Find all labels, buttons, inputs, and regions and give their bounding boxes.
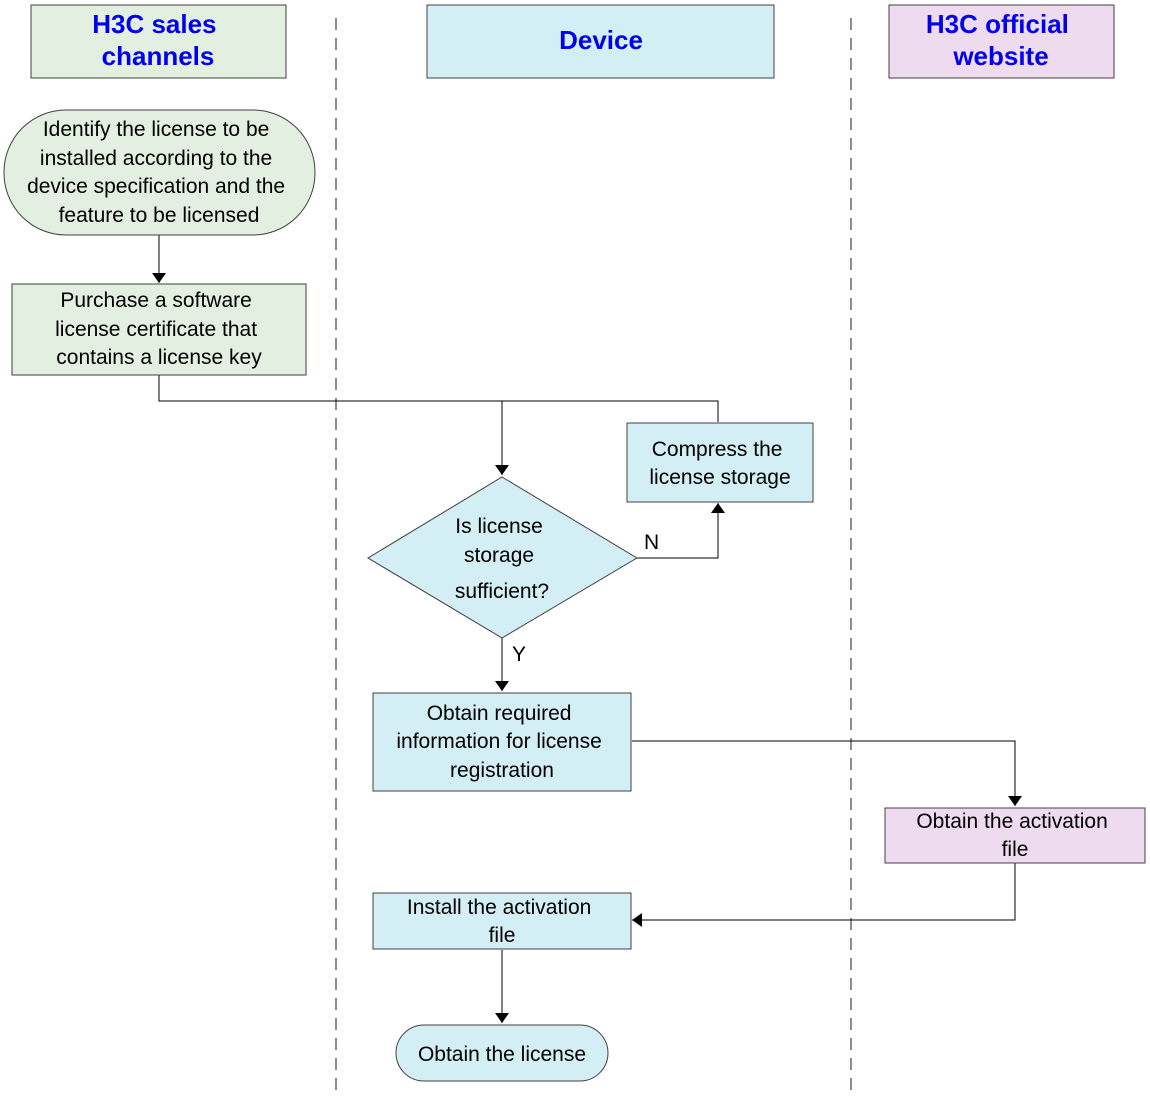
edge-label-n: N xyxy=(644,531,659,554)
lane-header-sales: H3C sales channels xyxy=(30,4,287,79)
node-obtain-activation-file: Obtain the activation file xyxy=(884,807,1146,864)
edge-label-y: Y xyxy=(512,643,526,666)
lane-title-website-line-2: website xyxy=(952,41,1048,71)
node-obtain-info-line-3: registration xyxy=(450,759,554,782)
edge-obtain-activation-to-install xyxy=(632,863,1016,927)
edge-obtain-info-to-obtain-activation xyxy=(632,740,1022,806)
node-identify-line-1: Identify the license to be xyxy=(43,118,269,141)
node-purchase-line-3: contains a license key xyxy=(56,346,262,369)
svg-text:Device: Device xyxy=(559,25,643,55)
svg-text:Purchase a software lice: Purchase a software license certificate … xyxy=(55,289,263,369)
svg-text:Identify the license to be: Identify the license to be installed acc… xyxy=(27,118,291,227)
node-identify-line-2: installed according to the xyxy=(40,147,272,170)
svg-text:H3C official website: H3C official website xyxy=(926,9,1076,71)
svg-text:Obtain the license: Obtain the license xyxy=(418,1043,586,1066)
lane-title-sales-line-2: channels xyxy=(102,41,215,71)
svg-text:Obtain the activation fi: Obtain the activation file xyxy=(916,810,1113,861)
node-obtain-info-line-1: Obtain required xyxy=(427,702,572,725)
node-obtain-activation-line-2: file xyxy=(1002,838,1029,861)
node-compress-storage: Compress the license storage xyxy=(626,422,814,503)
svg-text:H3C sales channels: H3C sales channels xyxy=(92,9,224,71)
node-install-activation-file: Install the activation file xyxy=(372,892,632,950)
lane-header-website: H3C official website xyxy=(888,4,1115,79)
node-obtain-info-line-2: information for license xyxy=(396,730,601,753)
node-decision-line-1: Is license xyxy=(455,515,543,538)
node-obtain-registration-info: Obtain required information for license … xyxy=(372,692,632,792)
lane-header-device: Device xyxy=(426,4,775,79)
edges xyxy=(152,235,1022,1023)
node-decision-line-2: storage xyxy=(464,544,534,567)
edge-decision-to-compress xyxy=(637,503,725,559)
svg-text:Is license storage: Is license storage sufficient? xyxy=(455,515,549,603)
node-obtain-license-line-1: Obtain the license xyxy=(418,1043,586,1066)
svg-text:Install the activation f: Install the activation file xyxy=(407,896,597,947)
node-install-line-2: file xyxy=(489,924,516,947)
svg-text:Compress the license sto: Compress the license storage xyxy=(649,438,790,489)
node-decision-storage: Is license storage sufficient? xyxy=(367,476,638,639)
node-purchase-line-2: license certificate that xyxy=(55,318,257,341)
node-install-line-1: Install the activation xyxy=(407,896,591,919)
svg-text:Obtain required informat: Obtain required information for license … xyxy=(396,702,607,782)
node-identify-line-3: device specification and the xyxy=(27,175,285,198)
edge-compress-to-decision xyxy=(502,400,719,422)
node-purchase-certificate: Purchase a software license certificate … xyxy=(11,283,307,376)
node-identify-line-4: feature to be licensed xyxy=(59,204,260,227)
node-compress-line-2: license storage xyxy=(649,466,790,489)
lane-title-sales-line-1: H3C sales xyxy=(92,9,216,39)
lane-title-device: Device xyxy=(559,25,643,55)
node-obtain-license: Obtain the license xyxy=(395,1024,609,1082)
node-purchase-line-1: Purchase a software xyxy=(60,289,251,312)
node-decision-line-3: sufficient? xyxy=(455,580,549,603)
node-identify-license: Identify the license to be installed acc… xyxy=(3,109,316,236)
node-compress-line-1: Compress the xyxy=(652,438,783,461)
edge-purchase-to-decision xyxy=(158,374,509,475)
lane-title-website-line-1: H3C official xyxy=(926,9,1069,39)
node-obtain-activation-line-1: Obtain the activation xyxy=(916,810,1107,833)
